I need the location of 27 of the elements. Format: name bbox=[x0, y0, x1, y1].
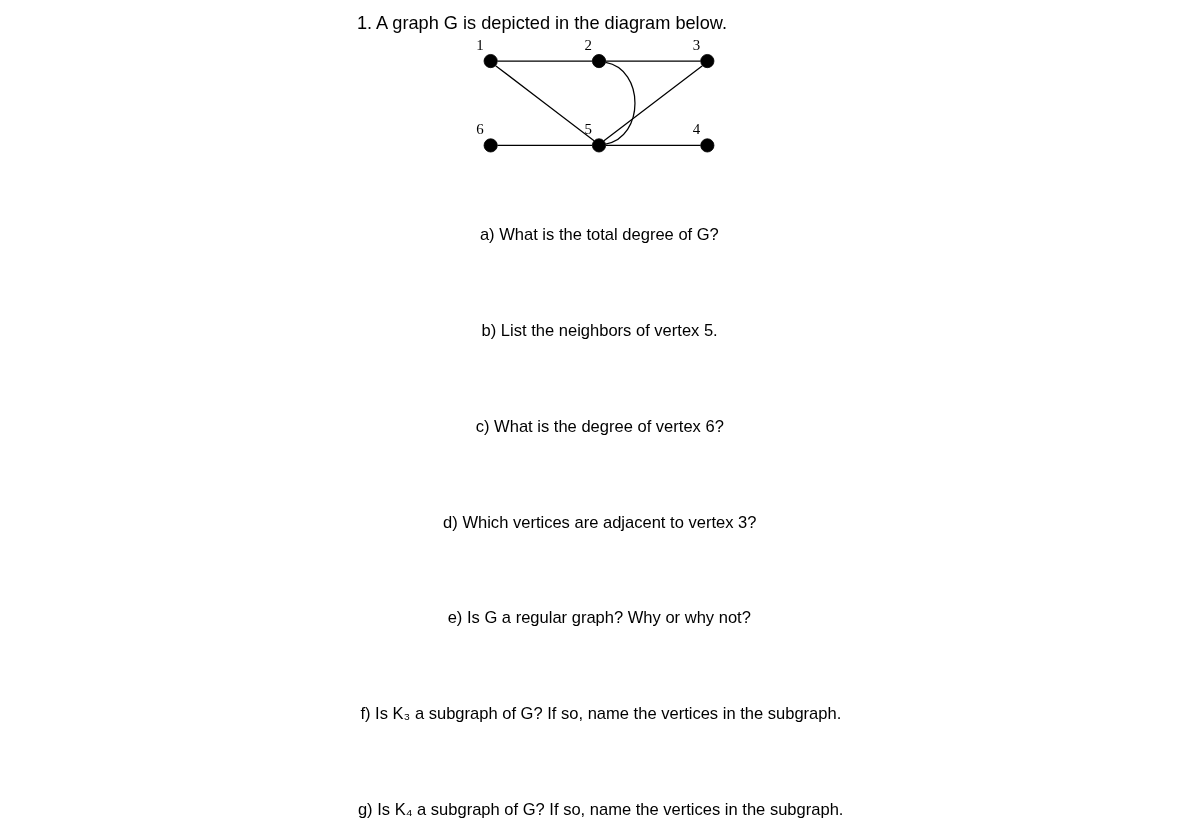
node-label: 2 bbox=[584, 36, 592, 53]
node-circle bbox=[591, 138, 607, 153]
connector bbox=[605, 61, 636, 145]
label: e) Is G a regular graph? Why or why not? bbox=[447, 608, 751, 628]
connector bbox=[605, 144, 702, 147]
diagram-title: 1. A graph G is depicted in the diagram below. bbox=[356, 13, 727, 34]
node-label: 5 bbox=[584, 121, 592, 138]
label: a) What is the total degree of G? bbox=[479, 224, 719, 244]
node-circle bbox=[591, 54, 607, 69]
node-label: 6 bbox=[476, 121, 484, 138]
label: c) What is the degree of vertex 6? bbox=[475, 416, 724, 436]
node-label: 1 bbox=[476, 36, 484, 53]
node-label: 4 bbox=[692, 121, 701, 138]
node-circle bbox=[483, 54, 498, 69]
connector bbox=[603, 65, 703, 142]
node-label: 3 bbox=[692, 36, 701, 53]
node-circle bbox=[700, 138, 715, 153]
connector bbox=[496, 144, 593, 147]
connector bbox=[495, 65, 595, 142]
node-circle bbox=[483, 138, 498, 153]
label: b) List the neighbors of vertex 5. bbox=[481, 320, 718, 340]
label: g) Is K₄ a subgraph of G? If so, name the vertices in the subgraph. bbox=[357, 800, 844, 820]
connector bbox=[496, 60, 593, 62]
node-circle bbox=[700, 54, 715, 69]
label: f) Is K₃ a subgraph of G? If so, name the vertices in the subgraph. bbox=[360, 704, 842, 724]
connector bbox=[605, 60, 702, 62]
label: d) Which vertices are adjacent to vertex 3? bbox=[443, 512, 757, 532]
